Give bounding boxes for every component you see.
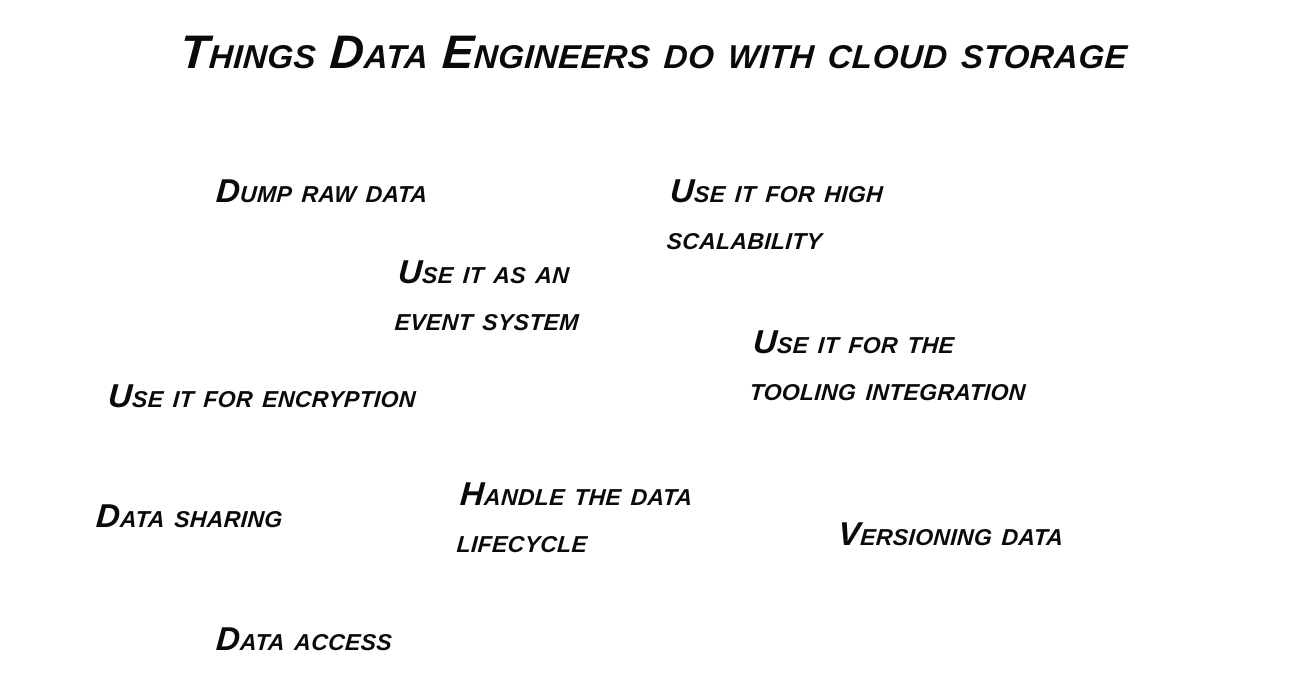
item-versioning-data: Versioning data xyxy=(837,515,1065,552)
item-event-system: Use it as an event system xyxy=(393,253,581,337)
item-tooling-integration: Use it for the tooling integration xyxy=(748,323,1028,407)
item-data-sharing: Data sharing xyxy=(95,497,285,534)
diagram-title: Things Data Engineers do with cloud stor… xyxy=(178,25,1130,78)
item-high-scalability: Use it for high scalability xyxy=(665,172,885,256)
item-data-lifecycle: Handle the data lifecycle xyxy=(455,475,695,559)
item-data-access: Data access xyxy=(215,620,394,657)
item-encryption: Use it for encryption xyxy=(107,377,418,414)
item-dump-raw-data: Dump raw data xyxy=(215,172,429,209)
